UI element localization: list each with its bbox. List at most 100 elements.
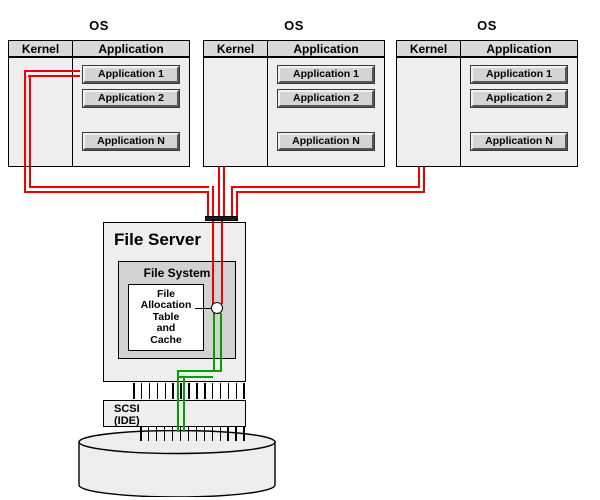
disk-wire-lower-left bbox=[177, 370, 179, 432]
pin bbox=[195, 427, 198, 441]
pin bbox=[211, 427, 214, 441]
application-button[interactable]: Application N bbox=[470, 132, 568, 151]
os-box: Kernel Application Application 1 Applica… bbox=[8, 40, 190, 167]
disk-wire-upper-left bbox=[213, 313, 215, 372]
client1-wire-stub-top bbox=[24, 70, 80, 72]
os-node-3: OS Kernel Application Application 1 Appl… bbox=[396, 18, 578, 167]
kernel-body bbox=[204, 58, 267, 166]
client1-wire-drop-inner bbox=[212, 186, 214, 219]
client1-wire-vertical-inner bbox=[29, 75, 31, 188]
kernel-header: Kernel bbox=[204, 41, 267, 58]
pin bbox=[163, 427, 166, 441]
client1-wire-bus-outer bbox=[24, 191, 209, 193]
pin bbox=[187, 427, 190, 441]
pin bbox=[235, 383, 238, 399]
application-button[interactable]: Application 1 bbox=[82, 65, 180, 84]
pin bbox=[219, 383, 222, 399]
client2-wire-left bbox=[218, 167, 220, 219]
pin bbox=[227, 427, 229, 441]
application-header: Application bbox=[73, 41, 189, 58]
fat-junction-connector bbox=[195, 307, 212, 309]
client3-wire-vertical-outer bbox=[423, 167, 425, 193]
pin bbox=[147, 427, 150, 441]
pin bbox=[180, 383, 182, 399]
io-junction-node bbox=[211, 302, 223, 314]
application-column: Application Application 1 Application 2 … bbox=[73, 41, 189, 166]
client1-wire-drop-outer bbox=[207, 191, 209, 219]
pin bbox=[164, 383, 167, 399]
disk-wire-upper-right bbox=[220, 313, 222, 372]
pin bbox=[219, 427, 222, 441]
disk-wire-jog-bottom bbox=[177, 376, 213, 378]
pin bbox=[204, 383, 206, 399]
os-box: Kernel Application Application 1 Applica… bbox=[203, 40, 385, 167]
application-button[interactable]: Application N bbox=[277, 132, 375, 151]
pin bbox=[243, 383, 245, 399]
client3-wire-bus-inner bbox=[231, 186, 420, 188]
scsi-disk-pin-strip bbox=[140, 427, 245, 441]
pin bbox=[148, 383, 151, 399]
client1-wire-vertical-outer bbox=[24, 70, 26, 193]
fileserver-wire-left bbox=[212, 219, 214, 304]
disk-wire-jog-top bbox=[177, 370, 222, 372]
scsi-controller-label: SCSI (IDE) bbox=[114, 403, 140, 427]
application-button[interactable]: Application 1 bbox=[277, 65, 375, 84]
pin bbox=[235, 427, 237, 441]
pin bbox=[227, 383, 230, 399]
file-server-bus-connector bbox=[205, 216, 238, 221]
os-box: Kernel Application Application 1 Applica… bbox=[396, 40, 578, 167]
pin bbox=[179, 427, 182, 441]
application-button[interactable]: Application 2 bbox=[470, 89, 568, 108]
pin bbox=[196, 383, 198, 399]
kernel-column: Kernel bbox=[204, 41, 268, 166]
pin bbox=[188, 383, 190, 399]
client3-wire-drop-inner bbox=[231, 186, 233, 219]
pin bbox=[156, 383, 159, 399]
file-allocation-table-box: File Allocation Table and Cache bbox=[128, 284, 204, 351]
kernel-body bbox=[397, 58, 460, 166]
os-title: OS bbox=[284, 18, 304, 33]
client3-wire-vertical-inner bbox=[418, 167, 420, 188]
file-system-title: File System bbox=[143, 266, 211, 280]
application-button[interactable]: Application 2 bbox=[82, 89, 180, 108]
application-button[interactable]: Application N bbox=[82, 132, 180, 151]
client2-wire-right bbox=[223, 167, 225, 219]
pin bbox=[211, 383, 214, 399]
file-allocation-table-label: File Allocation Table and Cache bbox=[140, 287, 192, 346]
application-body: Application 1 Application 2 Application … bbox=[268, 58, 384, 166]
pin bbox=[243, 427, 245, 441]
fileserver-scsi-pin-strip bbox=[133, 383, 245, 399]
application-body: Application 1 Application 2 Application … bbox=[73, 58, 189, 166]
application-column: Application Application 1 Application 2 … bbox=[268, 41, 384, 166]
pin bbox=[140, 383, 143, 399]
disk-wire-lower-right bbox=[183, 376, 185, 432]
pin bbox=[133, 383, 135, 399]
pin bbox=[203, 427, 206, 441]
file-server-box: File Server File System File Allocation … bbox=[103, 222, 246, 382]
client3-wire-drop-outer bbox=[236, 191, 238, 219]
application-header: Application bbox=[461, 41, 577, 58]
scsi-controller-box: SCSI (IDE) bbox=[103, 400, 246, 427]
client1-wire-bus-inner bbox=[29, 186, 209, 188]
client1-wire-stub-bottom bbox=[28, 75, 80, 77]
os-title: OS bbox=[89, 18, 109, 33]
kernel-header: Kernel bbox=[9, 41, 72, 58]
fileserver-wire-right bbox=[221, 219, 223, 304]
pin bbox=[140, 427, 142, 441]
file-server-title: File Server bbox=[114, 230, 201, 249]
pin bbox=[171, 427, 174, 441]
application-button[interactable]: Application 1 bbox=[470, 65, 568, 84]
os-node-1: OS Kernel Application Application 1 Appl… bbox=[8, 18, 190, 167]
disk-cylinder bbox=[78, 429, 276, 498]
client3-wire-bus-outer bbox=[236, 191, 425, 193]
application-column: Application Application 1 Application 2 … bbox=[461, 41, 577, 166]
os-title: OS bbox=[477, 18, 497, 33]
kernel-header: Kernel bbox=[397, 41, 460, 58]
kernel-column: Kernel bbox=[9, 41, 73, 166]
application-body: Application 1 Application 2 Application … bbox=[461, 58, 577, 166]
application-button[interactable]: Application 2 bbox=[277, 89, 375, 108]
os-node-2: OS Kernel Application Application 1 Appl… bbox=[203, 18, 385, 167]
disk-cylinder-shape bbox=[78, 429, 276, 498]
kernel-column: Kernel bbox=[397, 41, 461, 166]
